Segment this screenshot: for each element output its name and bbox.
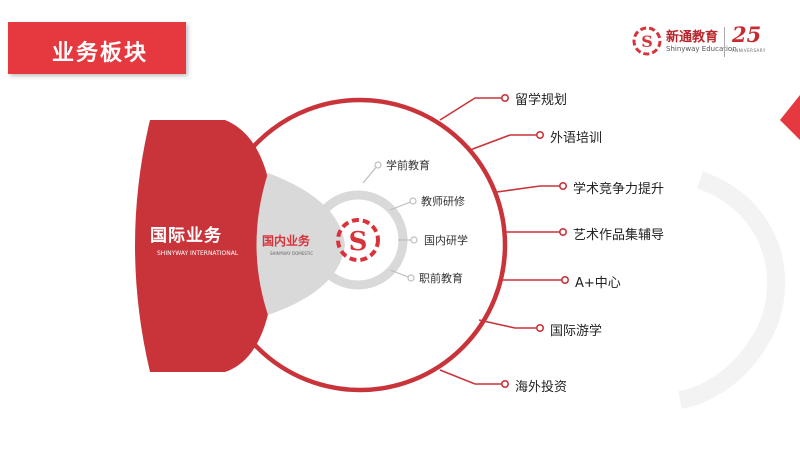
international-label: 国际业务 [150,226,222,246]
international-item: 艺术作品集辅导 [573,228,665,243]
brand-name-en: Shinyway Education [666,45,737,53]
anniversary-number: 25 [732,22,762,47]
svg-text:S: S [349,227,368,257]
international-item: 外语培训 [550,131,603,146]
international-item: 海外投资 [515,380,568,395]
international-segment-body [135,120,275,372]
corner-accent [780,95,800,140]
domestic-item: 学前教育 [386,159,430,172]
title-bar [8,22,186,74]
domestic-item: 职前教育 [419,272,463,285]
domestic-item: 国内研学 [424,234,468,247]
international-item: 国际游学 [550,324,603,339]
international-item: 留学规划 [515,93,568,108]
svg-text:S: S [641,32,653,51]
brand-logo: S 新通教育 Shinyway Education 25 ANNIVERSARY [632,22,794,64]
international-item: A+中心 [575,276,621,291]
brand-name: 新通教育 [666,30,719,45]
domestic-sublabel: SHINYWAY DOMESTIC [270,251,314,256]
center-logo-icon: S [336,218,380,262]
background-swirl [678,171,786,409]
brand-divider [724,27,725,57]
outer-connectors [439,94,569,388]
anniversary-text: ANNIVERSARY [732,48,766,53]
domestic-label: 国内业务 [262,234,311,248]
international-item: 学术竞争力提升 [573,182,665,197]
international-sublabel: SHINYWAY INTERNATIONAL [157,250,239,257]
domestic-item: 教师研修 [421,195,465,208]
slide-title: 业务板块 [52,41,149,66]
inner-connectors [362,161,418,282]
shinyway-logo-icon: S [632,26,662,56]
